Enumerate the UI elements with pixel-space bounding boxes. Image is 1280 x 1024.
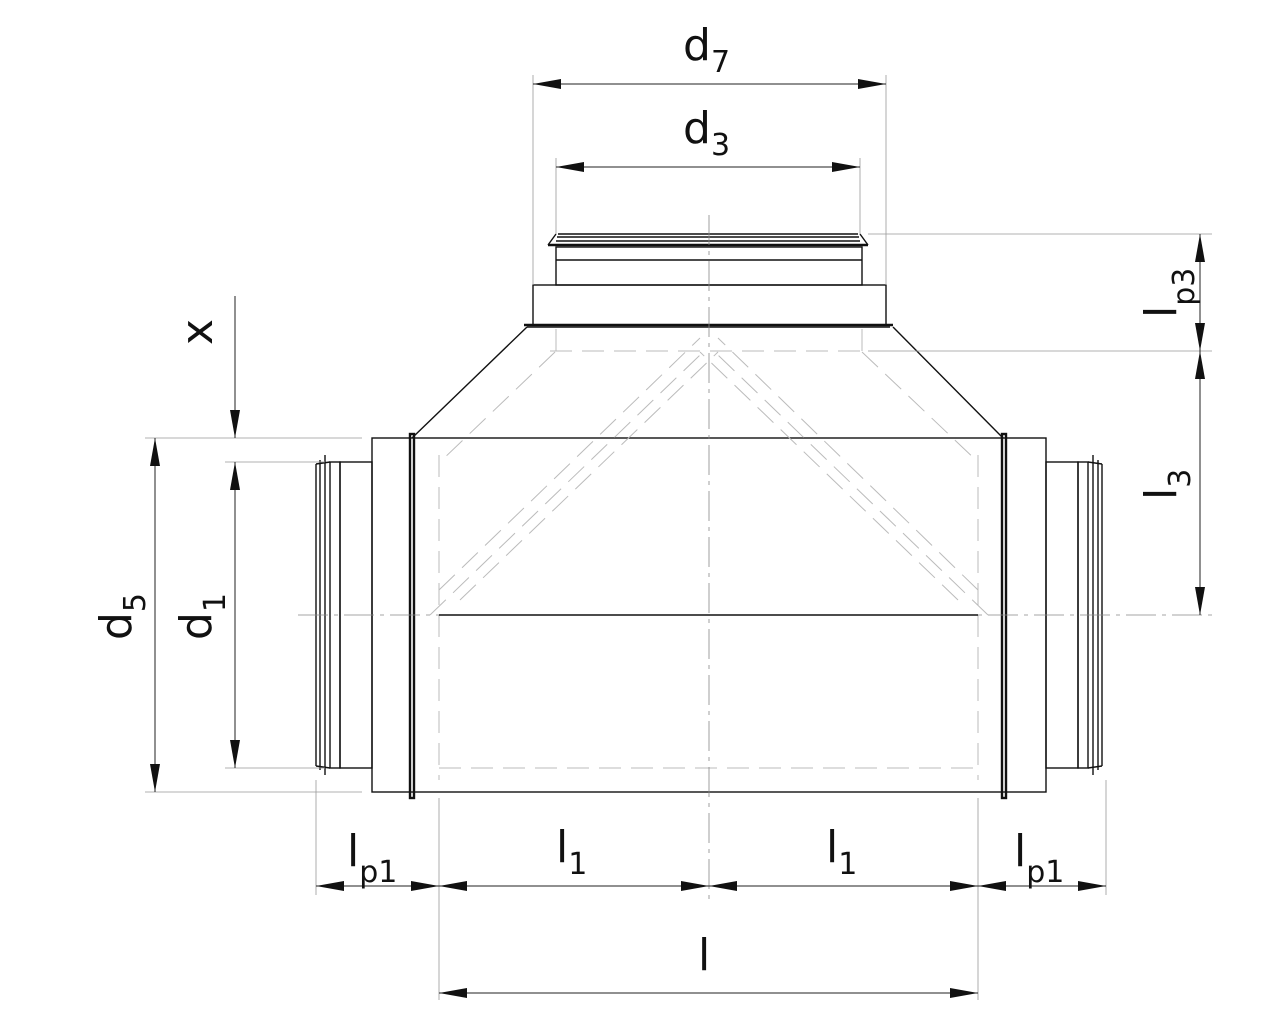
hidden-lines <box>429 327 989 780</box>
label-l: l <box>698 930 710 981</box>
dimension-lines <box>150 79 1205 998</box>
extension-lines <box>145 75 1212 1000</box>
label-l3: l3 <box>1136 469 1198 500</box>
label-x: x <box>172 319 223 345</box>
label-lp1-left: lp1 <box>347 826 397 890</box>
label-lp3: lp3 <box>1136 268 1202 318</box>
dimension-labels: d7 d3 x lp3 l3 d5 d1 lp1 l1 l1 lp1 l <box>91 20 1202 981</box>
label-lp1-right: lp1 <box>1014 826 1064 890</box>
label-l1-left: l1 <box>556 822 587 882</box>
center-lines <box>298 215 1212 905</box>
main-flanges <box>408 432 1008 800</box>
label-l1-right: l1 <box>826 822 857 882</box>
label-d5: d5 <box>91 593 153 640</box>
label-d3: d3 <box>683 103 730 163</box>
label-d7: d7 <box>683 20 730 80</box>
label-d1: d1 <box>171 593 233 640</box>
